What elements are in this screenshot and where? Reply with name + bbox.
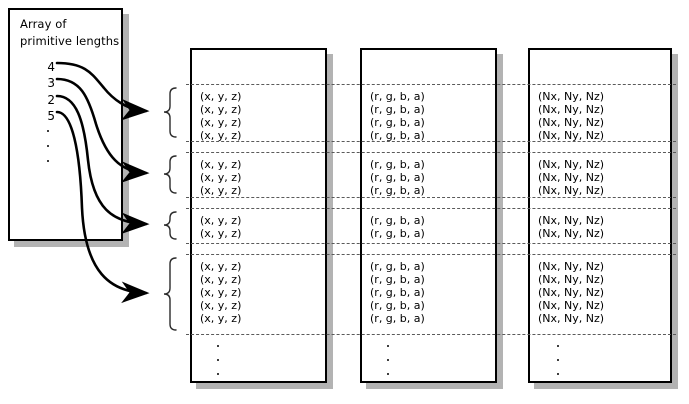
brace-group-2 <box>163 155 177 194</box>
colors-element: (r, g, b, a) <box>370 103 425 116</box>
group-separator <box>186 197 676 198</box>
coordinates-element: (x, y, z) <box>200 103 242 116</box>
normals-ellipsis-dot <box>557 373 559 375</box>
primitive-length-value-3: 2 <box>47 93 55 107</box>
colors-element: (r, g, b, a) <box>370 184 425 197</box>
colors-box <box>360 48 497 383</box>
normals-box <box>528 48 672 383</box>
primitive-length-value-1: 4 <box>47 60 55 74</box>
normals-element: (Nx, Ny, Nz) <box>538 171 605 184</box>
colors-element: (r, g, b, a) <box>370 129 425 142</box>
colors-element: (r, g, b, a) <box>370 116 425 129</box>
primitive-lengths-ellipsis-dot <box>47 145 49 147</box>
coordinates-element: (x, y, z) <box>200 129 242 142</box>
group-separator <box>186 243 676 244</box>
normals-element: (Nx, Ny, Nz) <box>538 227 605 240</box>
group-separator <box>186 84 676 85</box>
primitive-lengths-title-line2: primitive lengths <box>20 34 120 48</box>
group-separator <box>186 152 676 153</box>
colors-element: (r, g, b, a) <box>370 273 425 286</box>
colors-ellipsis-dot <box>387 345 389 347</box>
colors-ellipsis-dot <box>387 373 389 375</box>
coordinates-element: (x, y, z) <box>200 171 242 184</box>
coordinates-box <box>190 48 327 383</box>
normals-element: (Nx, Ny, Nz) <box>538 260 605 273</box>
group-separator <box>186 254 676 255</box>
primitive-lengths-ellipsis-dot <box>47 130 49 132</box>
normals-element: (Nx, Ny, Nz) <box>538 286 605 299</box>
group-separator <box>186 208 676 209</box>
brace-group-4 <box>163 257 177 331</box>
normals-ellipsis-dot <box>557 345 559 347</box>
primitive-lengths-ellipsis-dot <box>47 160 49 162</box>
normals-element: (Nx, Ny, Nz) <box>538 116 605 129</box>
normals-ellipsis-dot <box>557 359 559 361</box>
normals-element: (Nx, Ny, Nz) <box>538 103 605 116</box>
colors-element: (r, g, b, a) <box>370 158 425 171</box>
coordinates-element: (x, y, z) <box>200 227 242 240</box>
coordinates-element: (x, y, z) <box>200 158 242 171</box>
colors-element: (r, g, b, a) <box>370 260 425 273</box>
primitive-length-value-4: 5 <box>47 109 55 123</box>
normals-element: (Nx, Ny, Nz) <box>538 90 605 103</box>
coordinates-ellipsis-dot <box>217 373 219 375</box>
normals-element: (Nx, Ny, Nz) <box>538 184 605 197</box>
normals-element: (Nx, Ny, Nz) <box>538 312 605 325</box>
coordinates-element: (x, y, z) <box>200 299 242 312</box>
primitive-length-value-2: 3 <box>47 76 55 90</box>
normals-element: (Nx, Ny, Nz) <box>538 214 605 227</box>
brace-group-1 <box>163 87 177 138</box>
colors-element: (r, g, b, a) <box>370 90 425 103</box>
group-separator <box>186 141 676 142</box>
primitive-lengths-title-line1: Array of <box>20 17 67 31</box>
coordinates-element: (x, y, z) <box>200 214 242 227</box>
coordinates-element: (x, y, z) <box>200 273 242 286</box>
coordinates-element: (x, y, z) <box>200 116 242 129</box>
normals-element: (Nx, Ny, Nz) <box>538 129 605 142</box>
colors-ellipsis-dot <box>387 359 389 361</box>
coordinates-element: (x, y, z) <box>200 260 242 273</box>
primitive-lengths-title: Array of primitive lengths <box>20 16 119 50</box>
colors-element: (r, g, b, a) <box>370 312 425 325</box>
coordinates-ellipsis-dot <box>217 345 219 347</box>
colors-element: (r, g, b, a) <box>370 227 425 240</box>
normals-element: (Nx, Ny, Nz) <box>538 158 605 171</box>
brace-group-3 <box>163 211 177 240</box>
coordinates-ellipsis-dot <box>217 359 219 361</box>
colors-element: (r, g, b, a) <box>370 214 425 227</box>
coordinates-element: (x, y, z) <box>200 184 242 197</box>
normals-element: (Nx, Ny, Nz) <box>538 299 605 312</box>
coordinates-element: (x, y, z) <box>200 90 242 103</box>
colors-element: (r, g, b, a) <box>370 171 425 184</box>
normals-element: (Nx, Ny, Nz) <box>538 273 605 286</box>
colors-element: (r, g, b, a) <box>370 286 425 299</box>
colors-element: (r, g, b, a) <box>370 299 425 312</box>
coordinates-element: (x, y, z) <box>200 286 242 299</box>
coordinates-element: (x, y, z) <box>200 312 242 325</box>
group-separator <box>186 334 676 335</box>
